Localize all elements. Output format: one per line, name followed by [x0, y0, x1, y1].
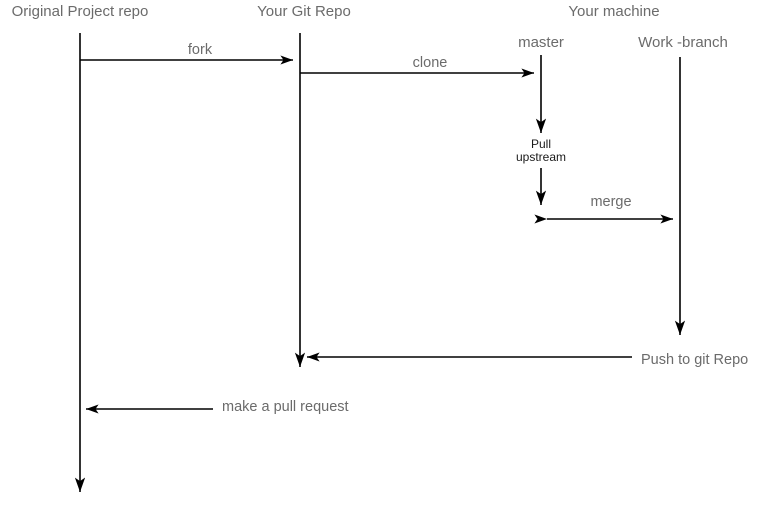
message-label-merge: merge	[590, 194, 631, 210]
message-label-fork: fork	[188, 42, 213, 58]
group-header-your-machine: Your machine	[568, 3, 659, 20]
lane-header-master: master	[518, 34, 564, 51]
lane-header-your-git-repo: Your Git Repo	[257, 3, 351, 20]
message-label-push-to-git-repo: Push to git Repo	[641, 352, 748, 368]
lane-header-work-branch: Work -branch	[638, 34, 728, 51]
message-label-make-a-pull-request: make a pull request	[222, 399, 349, 415]
lane-header-original-project-repo: Original Project repo	[12, 3, 149, 20]
message-label-pull-upstream-line2: upstream	[516, 150, 566, 164]
message-label-pull-upstream-line1: Pull	[531, 137, 551, 151]
message-label-clone: clone	[413, 55, 448, 71]
